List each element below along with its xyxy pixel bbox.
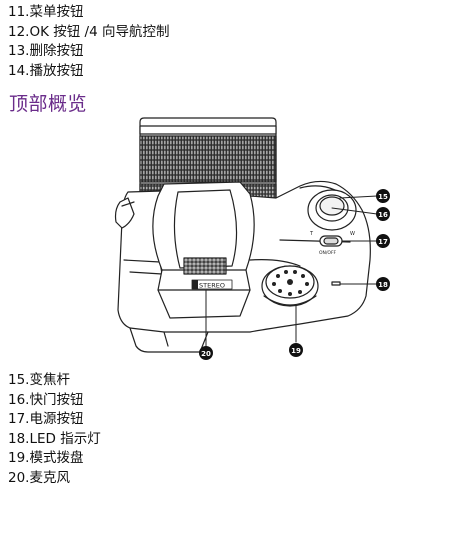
list-item: 19.模式拨盘 — [8, 450, 84, 466]
wide-label: W — [350, 231, 355, 237]
list-item: 14.播放按钮 — [8, 62, 84, 79]
callout-18: 18 — [376, 277, 390, 291]
list-item: 11.菜单按钮 — [8, 4, 84, 20]
svg-text:17: 17 — [378, 238, 388, 246]
svg-text:18: 18 — [378, 281, 388, 289]
led-indicator — [331, 281, 341, 286]
list-item: 20.麦克风 — [8, 469, 70, 486]
callout-leaders — [205, 195, 378, 347]
list-item: 13.删除按钮 — [8, 43, 84, 59]
callout-15: 15 — [376, 189, 390, 203]
svg-text:15: 15 — [378, 193, 388, 201]
mode-dial — [261, 265, 319, 307]
list-item: 12.OK 按钮 /4 向导航控制 — [8, 23, 170, 40]
svg-text:16: 16 — [378, 211, 388, 219]
top-parts-list: 11.菜单按钮 12.OK 按钮 /4 向导航控制 13.删除按钮 14.播放按… — [8, 3, 169, 81]
svg-text:20: 20 — [201, 350, 211, 358]
flash-housing: STEREO — [152, 181, 255, 319]
list-item: 16.快门按钮 — [8, 391, 84, 408]
power-label: ON/OFF — [319, 250, 337, 256]
list-item: 15.变焦杆 — [8, 372, 70, 388]
camera-top-view-illustration: STEREO T W ON/OFF — [114, 117, 390, 360]
bottom-parts-list: 15.变焦杆 16.快门按钮 17.电源按钮 18.LED 指示灯 19.模式拨… — [8, 371, 101, 488]
section-title: 顶部概览 — [9, 93, 88, 115]
callout-17: 17 — [376, 234, 390, 248]
callout-19: 19 — [289, 343, 303, 357]
tele-label: T — [309, 231, 314, 237]
svg-text:19: 19 — [291, 347, 301, 355]
callout-20: 20 — [199, 346, 213, 360]
list-item: 18.LED 指示灯 — [8, 430, 101, 447]
list-item: 17.电源按钮 — [8, 411, 84, 427]
power-button: ON/OFF — [319, 235, 343, 256]
callout-16: 16 — [376, 207, 390, 221]
stereo-label: STEREO — [199, 282, 225, 290]
